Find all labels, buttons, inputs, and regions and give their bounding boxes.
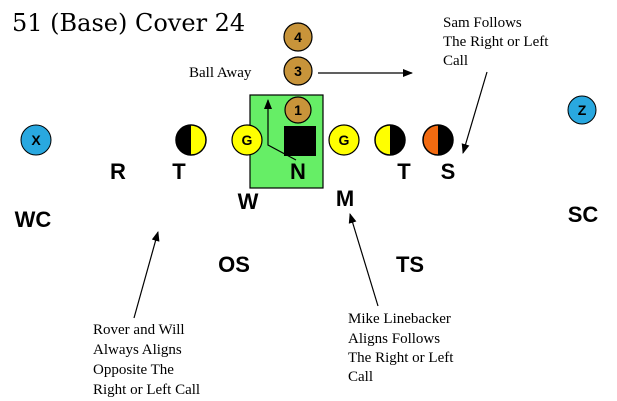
rover-will-note-line-4: Right or Left Call	[93, 382, 200, 398]
back-4-circle	[283, 22, 313, 52]
receiver-x-circle	[20, 124, 52, 156]
ball-away-note: Ball Away	[189, 65, 252, 81]
receiver-x-label: X	[31, 132, 41, 148]
rover-will-note-line-2: Always Aligns	[93, 342, 182, 358]
receiver-z: Z	[567, 95, 597, 125]
guard-right-circle	[328, 124, 360, 156]
back-1-circle	[284, 96, 312, 124]
back-1: 1	[284, 96, 312, 124]
tackle-left-icon	[175, 124, 207, 156]
position-r: R	[110, 159, 126, 184]
guard-left-circle	[231, 124, 263, 156]
sam-note-line-1: Sam Follows	[443, 15, 522, 31]
sam-note-line-3: Call	[443, 53, 468, 69]
motion-arrow	[264, 99, 297, 161]
back-1-label: 1	[294, 102, 302, 118]
sam-note-line-2: The Right or Left	[443, 34, 549, 50]
back-4-label: 4	[294, 29, 302, 45]
position-sc: SC	[568, 202, 599, 227]
guard-left-label: G	[242, 132, 253, 148]
tackle-right-icon	[374, 124, 406, 156]
receiver-x: X	[20, 124, 52, 156]
guard-left: G	[231, 124, 263, 156]
position-t-left: T	[172, 159, 186, 184]
position-wc: WC	[15, 207, 52, 232]
rover-will-note-arrow	[133, 231, 160, 319]
mike-note: Mike Linebacker Aligns Follows The Right…	[348, 311, 454, 385]
guard-right-label: G	[339, 132, 350, 148]
position-ts: TS	[396, 252, 424, 277]
mike-note-line-2: Aligns Follows	[348, 331, 440, 347]
back-3-circle	[283, 56, 313, 86]
sam-note-arrow	[461, 71, 488, 154]
back-3-label: 3	[294, 63, 302, 79]
rover-will-note-line-1: Rover and Will	[93, 322, 185, 338]
sam-icon	[422, 124, 454, 156]
guard-right: G	[328, 124, 360, 156]
diagram-title: 51 (Base) Cover 24	[12, 9, 245, 37]
mike-note-line-4: Call	[348, 369, 373, 385]
rover-will-note-line-3: Opposite The	[93, 362, 174, 378]
position-s: S	[441, 159, 456, 184]
position-w: W	[238, 189, 259, 214]
receiver-z-label: Z	[578, 102, 587, 118]
mike-note-line-3: The Right or Left	[348, 350, 454, 366]
mike-note-line-1: Mike Linebacker	[348, 311, 451, 327]
position-os: OS	[218, 252, 250, 277]
position-t-right: T	[397, 159, 411, 184]
back-4: 4	[283, 22, 313, 52]
ball-square	[284, 126, 316, 156]
receiver-z-circle	[567, 95, 597, 125]
position-m: M	[336, 186, 354, 211]
back-3: 3	[283, 56, 313, 86]
sam-note: Sam Follows The Right or Left Call	[443, 15, 549, 69]
position-n: N	[290, 159, 306, 184]
rover-will-note: Rover and Will Always Aligns Opposite Th…	[93, 322, 200, 398]
mike-note-arrow	[348, 213, 379, 307]
